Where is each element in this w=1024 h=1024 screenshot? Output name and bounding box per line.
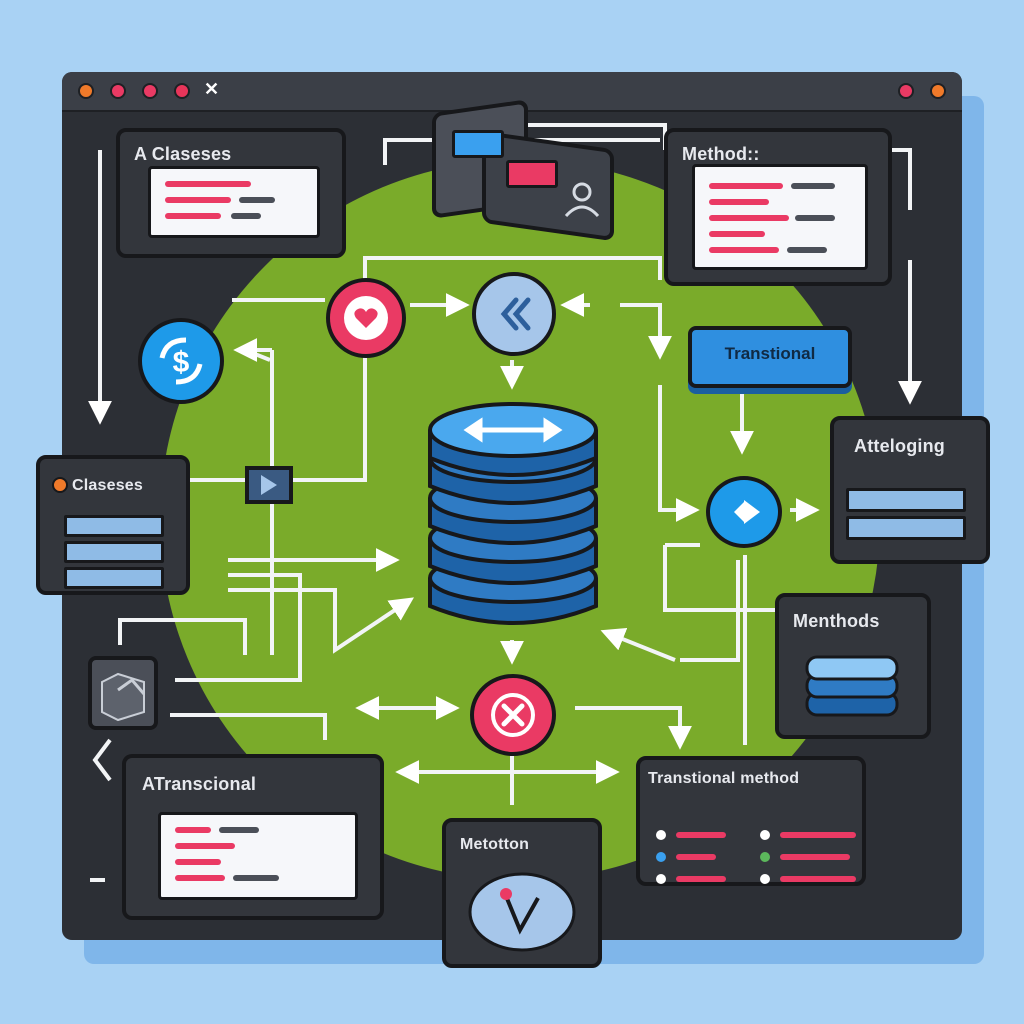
code-line bbox=[709, 247, 779, 253]
window-control-red[interactable] bbox=[174, 83, 190, 99]
play-small-icon bbox=[261, 475, 277, 495]
transactional-method-panel[interactable]: Transtional method bbox=[636, 756, 866, 886]
gauge-icon bbox=[468, 872, 576, 952]
methods-panel-top[interactable]: Method:: bbox=[664, 128, 892, 286]
atransactional-panel[interactable]: ATranscional bbox=[122, 754, 384, 920]
play-node[interactable] bbox=[706, 476, 782, 548]
code-line bbox=[165, 197, 231, 203]
close-icon bbox=[491, 693, 535, 737]
code-line bbox=[175, 859, 221, 865]
classes-panel-left[interactable]: Claseses bbox=[36, 455, 190, 595]
code-line bbox=[175, 875, 225, 881]
code-line bbox=[175, 827, 211, 833]
orange-indicator bbox=[52, 477, 68, 493]
classes-panel-top[interactable]: A Claseses bbox=[116, 128, 346, 258]
database-icon[interactable] bbox=[424, 400, 602, 632]
back-node[interactable] bbox=[472, 272, 556, 356]
window-control-right-pink[interactable] bbox=[898, 83, 914, 99]
code-line bbox=[239, 197, 275, 203]
window-control-right-orange[interactable] bbox=[930, 83, 946, 99]
red-tag bbox=[506, 160, 558, 188]
small-play-node[interactable] bbox=[245, 466, 293, 504]
code-line bbox=[791, 183, 835, 189]
svg-text:$: $ bbox=[173, 346, 190, 379]
box-node[interactable] bbox=[88, 656, 158, 730]
blue-tag bbox=[452, 130, 504, 158]
menthods-title: Menthods bbox=[793, 611, 880, 631]
code-line bbox=[709, 231, 765, 237]
close-icon[interactable]: ✕ bbox=[204, 79, 220, 99]
code-line bbox=[709, 215, 789, 221]
atteloging-panel[interactable]: Atteloging bbox=[830, 416, 990, 564]
classes-left-title: Claseses bbox=[72, 477, 143, 494]
transactional-button[interactable]: Transtional bbox=[688, 326, 852, 388]
atransactional-code bbox=[158, 812, 358, 900]
code-line bbox=[709, 183, 783, 189]
methods-top-title: Method:: bbox=[682, 144, 760, 164]
box-icon bbox=[101, 672, 146, 722]
dollar-sync-icon: $ bbox=[159, 337, 203, 385]
code-line bbox=[233, 875, 279, 881]
code-line bbox=[231, 213, 261, 219]
atteloging-rows bbox=[846, 488, 966, 540]
classes-left-rows bbox=[64, 515, 164, 589]
metotton-panel[interactable]: Metotton bbox=[442, 818, 602, 968]
code-line bbox=[709, 199, 769, 205]
metotton-title: Metotton bbox=[460, 836, 530, 853]
heart-icon bbox=[344, 296, 388, 340]
methods-top-code bbox=[692, 164, 868, 270]
user-card[interactable] bbox=[432, 99, 618, 242]
transactional-button-label: Transtional bbox=[724, 344, 816, 363]
code-line bbox=[175, 843, 235, 849]
classes-top-title: A Claseses bbox=[134, 144, 232, 164]
atteloging-title: Atteloging bbox=[854, 436, 945, 456]
code-line bbox=[165, 213, 221, 219]
window-control-orange[interactable] bbox=[78, 83, 94, 99]
transactional-method-title: Transtional method bbox=[648, 770, 800, 787]
atransactional-title: ATranscional bbox=[142, 774, 257, 794]
close-node[interactable] bbox=[470, 674, 556, 756]
menthods-panel[interactable]: Menthods bbox=[775, 593, 931, 739]
window-control-pink-2[interactable] bbox=[142, 83, 158, 99]
code-line bbox=[787, 247, 827, 253]
code-line bbox=[165, 181, 251, 187]
user-icon bbox=[564, 182, 600, 218]
play-icon bbox=[734, 500, 760, 524]
connector-lines bbox=[88, 123, 922, 882]
window-control-pink[interactable] bbox=[110, 83, 126, 99]
code-line bbox=[795, 215, 835, 221]
classes-top-code bbox=[148, 166, 320, 238]
chevron-left-icon bbox=[500, 297, 531, 331]
code-line bbox=[219, 827, 259, 833]
dollar-sync-node[interactable]: $ bbox=[138, 318, 224, 404]
stack-icon bbox=[805, 655, 899, 717]
heart-node[interactable] bbox=[326, 278, 406, 358]
